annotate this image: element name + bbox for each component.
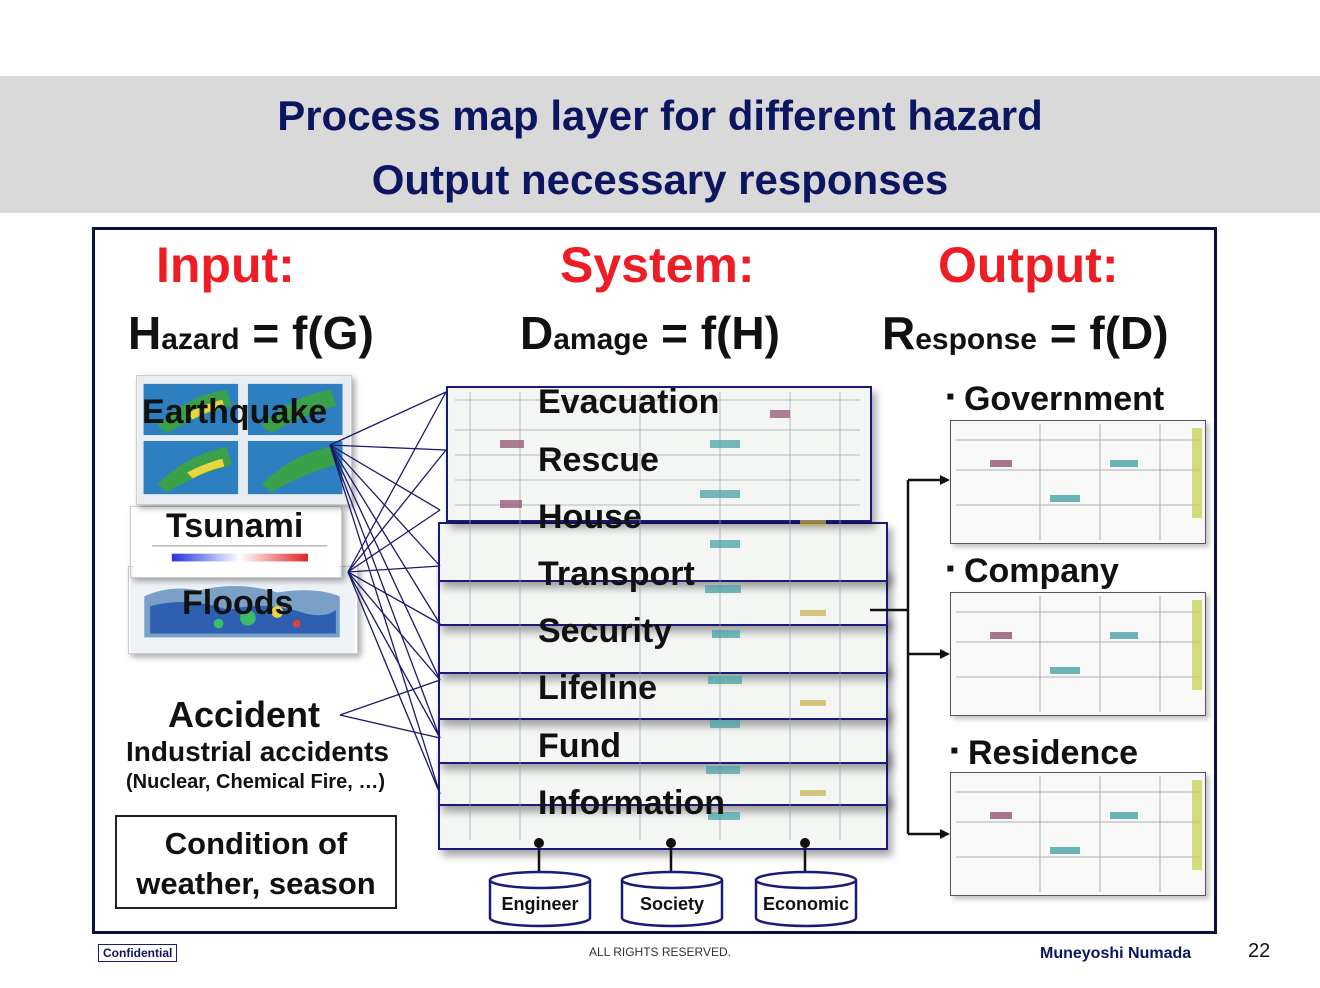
layer-rescue-map — [438, 522, 888, 582]
slide-title-line-2: Output necessary responses — [371, 156, 949, 203]
bullet-icon: ▪ — [946, 555, 955, 582]
database-engineer-label: Engineer — [501, 894, 579, 914]
output-heading: Output: — [938, 237, 1119, 293]
layer-fund: Fund — [538, 727, 622, 765]
society-database-icon — [620, 870, 724, 928]
accident-subtitle: Industrial accidents — [126, 736, 389, 767]
damage-formula: Damage = f(H) — [520, 307, 780, 359]
condition-line-1: Condition of — [164, 826, 348, 861]
database-economic-label: Economic — [762, 894, 850, 914]
accident-detail: (Nuclear, Chemical Fire, …) — [126, 771, 385, 793]
title-band — [0, 76, 1320, 213]
layer-house: House — [538, 498, 642, 536]
layer-evacuation-map — [446, 386, 872, 522]
bullet-icon: ▪ — [946, 383, 955, 410]
condition-box: Condition of weather, season — [115, 815, 397, 909]
residence-process-map — [950, 772, 1206, 896]
system-heading: System: — [560, 237, 755, 293]
hazard-earthquake: Earthquake — [142, 393, 328, 431]
diagram-frame — [92, 227, 1217, 934]
author-name: Muneyoshi Numada — [1040, 945, 1192, 962]
layer-lifeline: Lifeline — [538, 669, 658, 707]
tsunami-chart-image — [130, 506, 342, 578]
page-number: 22 — [1248, 940, 1271, 962]
hazard-formula: Hazard = f(G) — [128, 307, 374, 359]
bullet-icon: ▪ — [950, 737, 959, 764]
rights-notice: ALL RIGHTS RESERVED. — [588, 945, 732, 959]
slide-title-line-1: Process map layer for different hazard — [277, 92, 1043, 139]
layer-transport: Transport — [538, 555, 695, 593]
output-company: ▪ Company — [946, 552, 1119, 590]
hazard-floods: Floods — [182, 584, 294, 622]
layer-security: Security — [538, 612, 673, 650]
input-heading: Input: — [156, 237, 295, 293]
output-government: ▪ Government — [946, 380, 1165, 418]
condition-line-2: weather, season — [136, 866, 376, 901]
company-process-map — [950, 592, 1206, 716]
layer-rescue: Rescue — [538, 441, 659, 479]
engineer-database-icon — [488, 870, 592, 928]
layer-information: Information — [538, 784, 725, 822]
response-formula: Response = f(D) — [882, 307, 1169, 359]
economic-database-icon — [754, 870, 858, 928]
floods-map-image — [128, 566, 358, 654]
accident-title: Accident — [168, 694, 321, 735]
output-residence: ▪ Residence — [950, 734, 1139, 772]
government-process-map — [950, 420, 1206, 544]
layer-evacuation: Evacuation — [538, 383, 720, 421]
database-society-label: Society — [639, 894, 705, 914]
confidential-badge: Confidential — [98, 944, 178, 962]
earthquake-map-image — [136, 375, 352, 505]
hazard-tsunami: Tsunami — [166, 507, 304, 545]
